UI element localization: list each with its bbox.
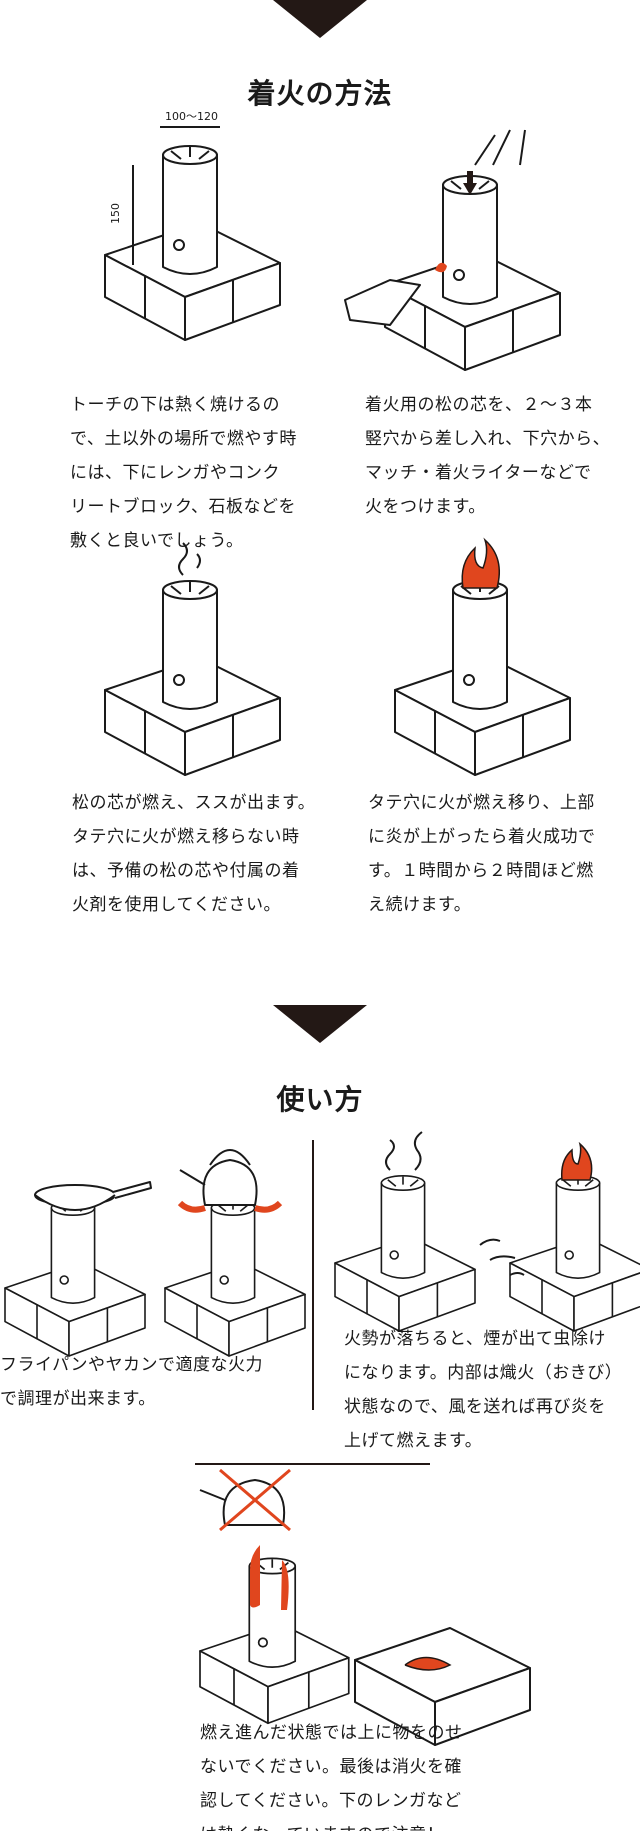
step-4-text: タテ穴に火が燃え移り、上部 に炎が上がったら着火成功で す。１時間から２時間ほど… <box>368 793 596 915</box>
step-2-text: 着火用の松の芯を、２～３本 竪穴から差し入れ、下穴から、 マッチ・着火ライターな… <box>365 395 611 517</box>
extinguished-stove-illustration <box>354 1627 531 1746</box>
step-1-text: トーチの下は熱く焼けるの で、土以外の場所で燃やす時 には、下にレンガやコンク … <box>70 395 297 551</box>
section-title-ignition: 着火の方法 <box>247 77 393 110</box>
stove-reignited-illustration <box>479 1141 640 1332</box>
stove-with-frying-pan-illustration <box>4 1181 152 1357</box>
section-arrow-icon <box>273 1005 367 1043</box>
stove-with-flame-illustration <box>394 537 571 776</box>
stove-smoking-illustration <box>104 542 281 776</box>
dimension-width: 100～120 <box>165 110 218 123</box>
dimension-height: 150 <box>109 203 122 224</box>
caution-text: 燃え進んだ状態では上に物をのせ ないでください。最後は消火を確 認してください。… <box>200 1723 463 1831</box>
stove-inserting-pine-sticks-illustration <box>344 129 561 371</box>
section-title-usage: 使い方 <box>276 1083 364 1116</box>
column-divider <box>312 1140 314 1410</box>
section-divider <box>195 1463 430 1465</box>
burning-stove-no-kettle-illustration <box>199 1468 350 1725</box>
stove-smoking-insect-repellent-illustration <box>334 1131 476 1332</box>
cooking-text: フライパンやヤカンで適度な火力 で調理が出来ます。 <box>0 1355 264 1409</box>
smoke-text: 火勢が落ちると、煙が出て虫除け になります。内部は熾火（おきび） 状態なので、風… <box>344 1329 623 1451</box>
stove-on-brick-illustration: 150 100～120 <box>104 110 281 341</box>
stove-with-kettle-illustration <box>164 1149 306 1357</box>
section-arrow-icon <box>273 0 367 38</box>
step-3-text: 松の芯が燃え、ススが出ます。 タテ穴に火が燃え移らない時 は、予備の松の芯や付属… <box>72 793 316 915</box>
